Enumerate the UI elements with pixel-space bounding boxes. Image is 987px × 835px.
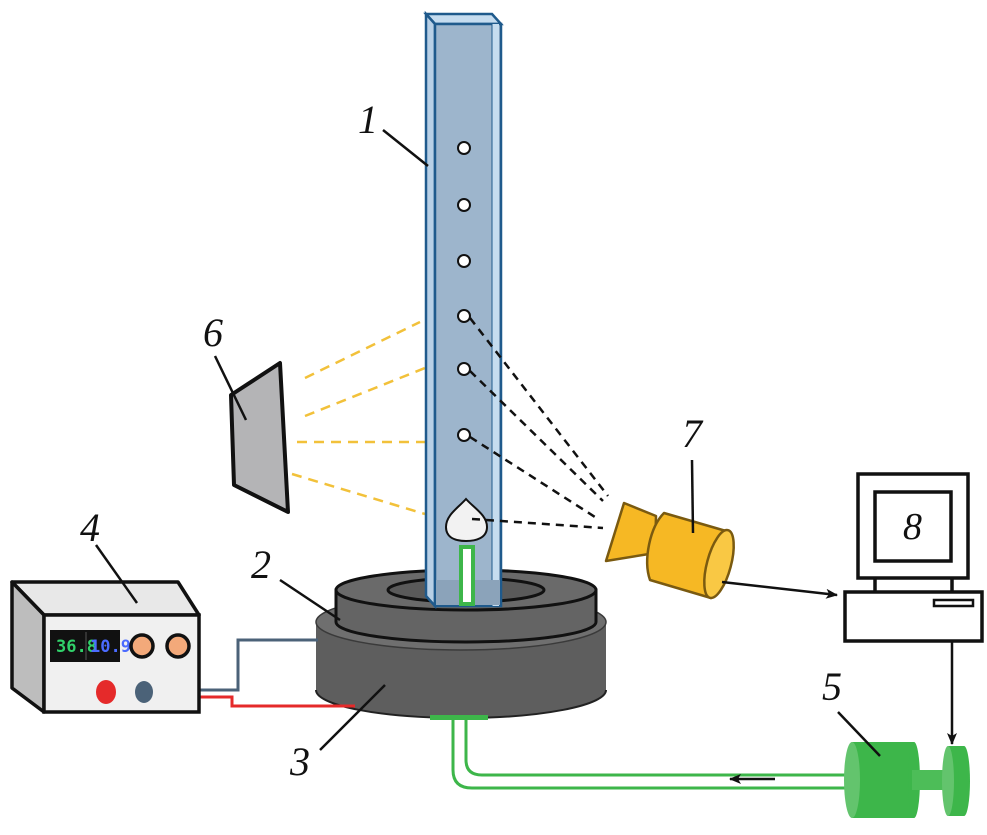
particle (457, 362, 471, 376)
sight-line (471, 517, 604, 530)
terminal-red (96, 680, 116, 704)
lcd-left-readout: 36.8 (56, 637, 97, 657)
lcd-right-readout: 10.9 (90, 637, 131, 657)
tubing (430, 715, 848, 790)
sight-line (469, 370, 604, 502)
pump (844, 742, 970, 818)
label-6-light-source: 6 (203, 310, 223, 355)
camera-to-computer-arrow (721, 580, 838, 599)
particle (457, 309, 471, 323)
camera (604, 501, 735, 600)
leader-line (319, 684, 386, 751)
particle (457, 198, 471, 212)
label-2-inner-electrode: 2 (251, 542, 271, 587)
sight-line (469, 317, 609, 497)
particle (457, 141, 471, 155)
computer (843, 472, 984, 643)
light-ray (291, 472, 426, 516)
leader-line (213, 355, 248, 421)
light-rays (291, 320, 428, 516)
label-7-camera: 7 (682, 411, 704, 456)
droplet (444, 497, 489, 543)
light-ray (304, 320, 421, 380)
leader-lines (94, 129, 881, 757)
camera-sight-lines (469, 317, 609, 530)
label-1-column: 1 (358, 97, 378, 142)
terminal-blue (135, 681, 153, 703)
sight-line (469, 435, 596, 519)
label-8-computer: 8 (903, 506, 922, 548)
label-5-pump: 5 (822, 664, 842, 709)
knob (165, 633, 191, 659)
knob (129, 633, 155, 659)
particle (457, 428, 471, 442)
disk-drive (932, 598, 975, 608)
leader-line (94, 544, 139, 604)
power-supply: 36.8 10.9 (10, 580, 201, 714)
label-4-power-supply: 4 (80, 505, 100, 550)
particles (457, 141, 471, 442)
leader-line (382, 129, 429, 167)
leader-line (837, 711, 881, 757)
lcd-display (50, 630, 120, 662)
computer-screen (873, 490, 953, 563)
light-ray (304, 366, 426, 418)
nozzle (459, 545, 475, 606)
particle (457, 254, 471, 268)
leader-line (690, 459, 695, 534)
leader-line (279, 578, 341, 622)
label-3-base-electrode: 3 (289, 739, 310, 784)
light-source (229, 361, 290, 514)
